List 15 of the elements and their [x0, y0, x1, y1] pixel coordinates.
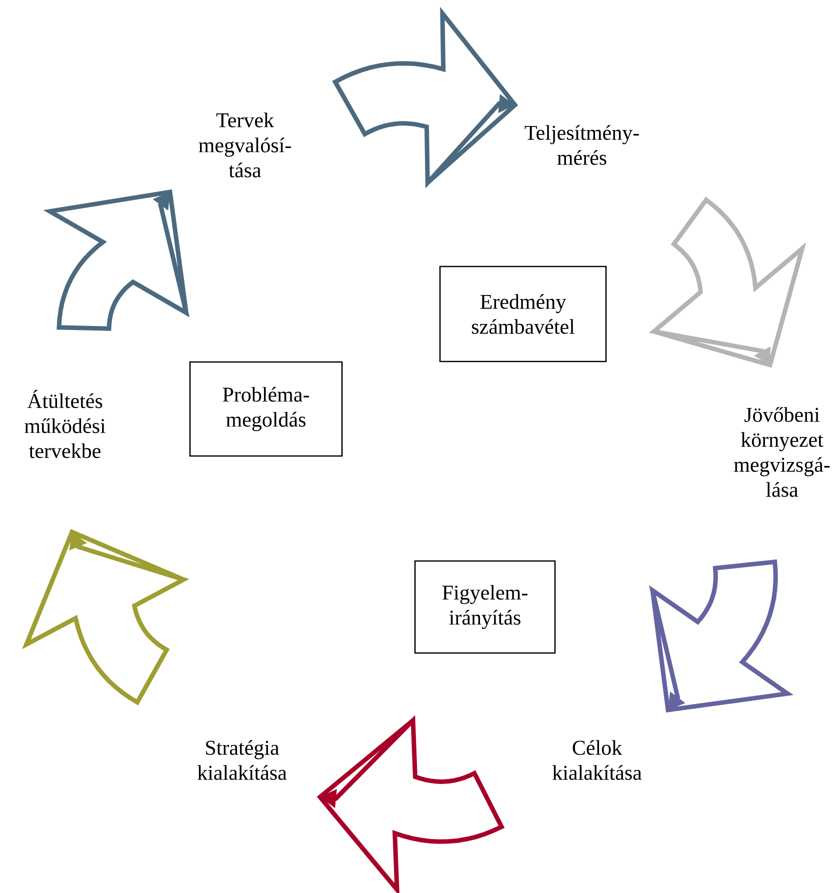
block-arrow — [22, 529, 190, 706]
step-label: Tervek megvalósí- tása — [198, 112, 291, 178]
block-arrow — [648, 196, 806, 368]
step-label: Stratégia kialakítása — [198, 740, 287, 780]
text-box: Eredmény számbavétel — [439, 266, 607, 362]
step-label: Teljesítmény- mérés — [524, 125, 639, 165]
text-box: Probléma- megoldás — [189, 361, 343, 457]
block-arrow — [316, 715, 505, 893]
text-box: Figyelem- irányítás — [414, 560, 556, 654]
block-arrow — [332, 6, 518, 188]
step-label: Jövőbeni környezet megvizsgá- lása — [734, 407, 830, 497]
step-label: Célok kialakítása — [552, 740, 642, 780]
step-label: Átültetés működési tervekbe — [24, 390, 106, 458]
block-arrow — [43, 189, 190, 331]
block-arrow — [648, 559, 794, 713]
